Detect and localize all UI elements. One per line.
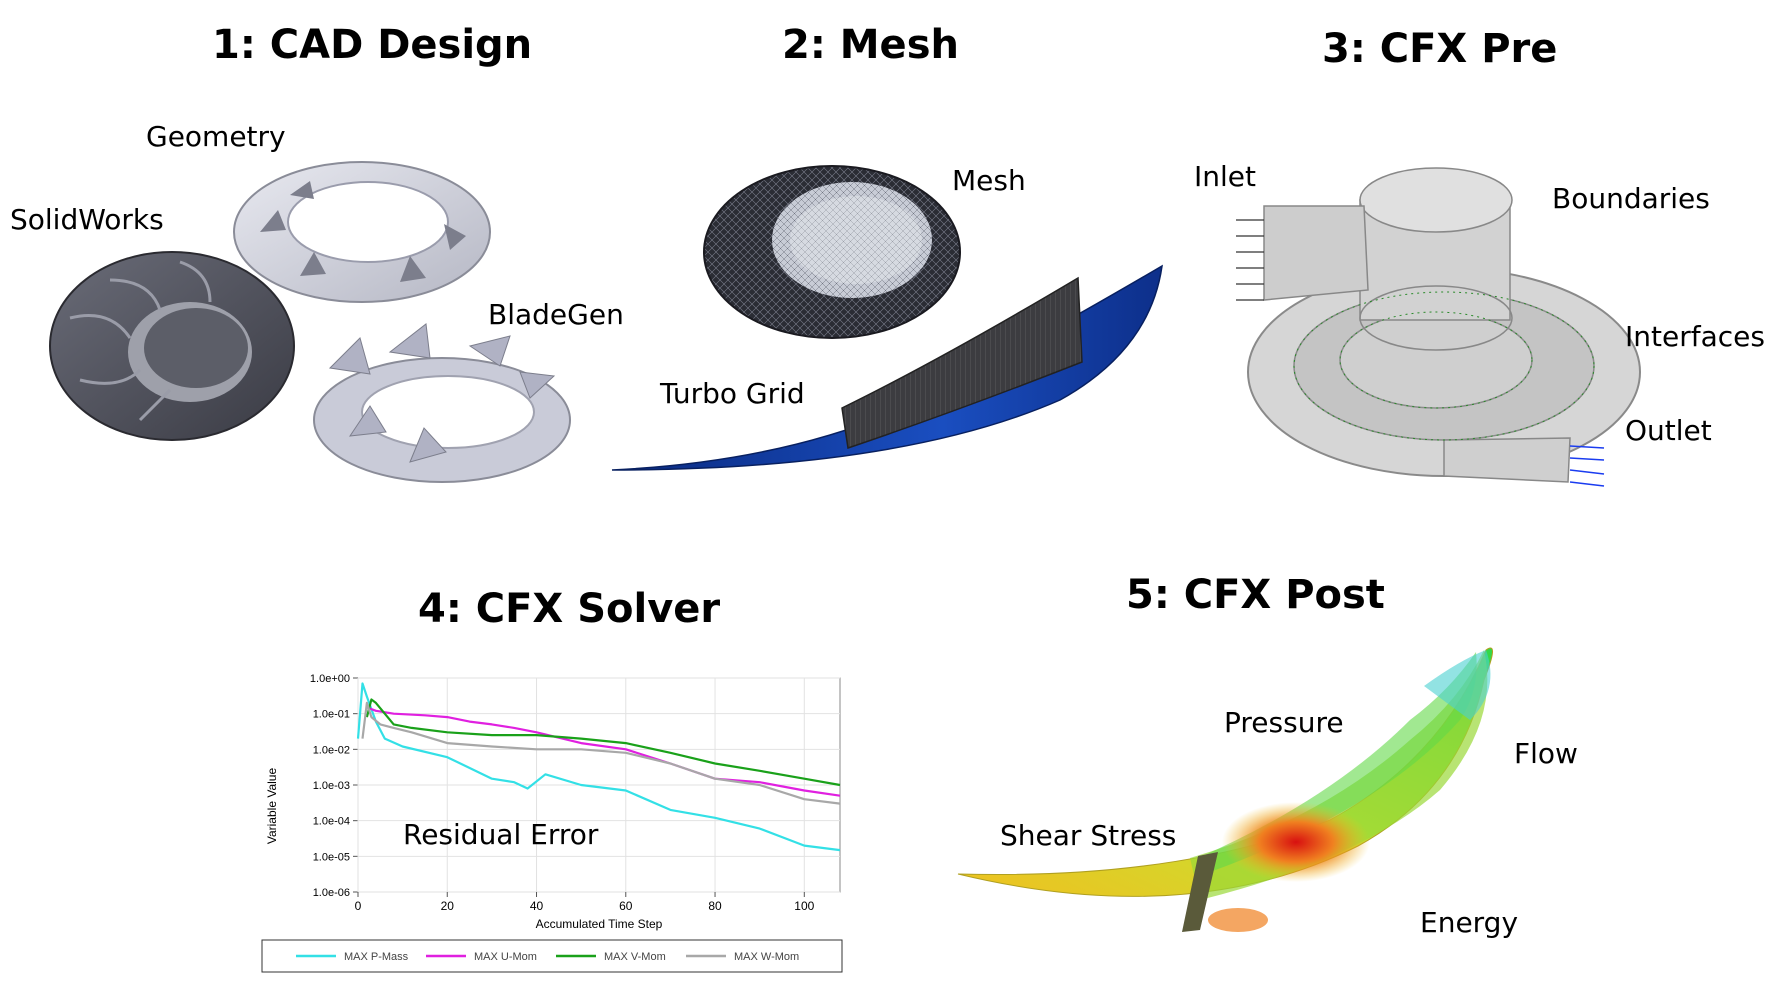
turbogrid-blade <box>611 264 1163 471</box>
label-turbogrid: Turbo Grid <box>660 377 805 410</box>
y-tick-label: 1.0e-03 <box>313 780 350 792</box>
y-tick-label: 1.0e-04 <box>313 816 350 828</box>
label-geometry: Geometry <box>146 120 286 153</box>
bladegen-ring <box>313 323 571 483</box>
series-line-max-u-mom <box>366 706 841 797</box>
legend-box <box>261 939 843 973</box>
x-axis-label: Accumulated Time Step <box>536 917 663 931</box>
label-energy: Energy <box>1420 906 1519 939</box>
label-bladegen: BladeGen <box>488 298 624 331</box>
solidworks-impeller <box>49 251 295 441</box>
x-tick-labels: 0 20 40 60 80 100 <box>355 899 815 913</box>
label-flow: Flow <box>1514 737 1578 770</box>
series-line-max-p-mass <box>356 682 841 852</box>
label-solidworks: SolidWorks <box>10 203 164 236</box>
label-interfaces: Interfaces <box>1625 320 1765 353</box>
y-tick-label: 1.0e-06 <box>313 887 350 899</box>
label-boundaries: Boundaries <box>1552 182 1710 215</box>
residual-error-annotation: Residual Error <box>403 818 599 851</box>
cad-design-title: 1: CAD Design <box>212 22 533 68</box>
x-tick-label: 20 <box>441 899 455 913</box>
label-outlet: Outlet <box>1625 414 1712 447</box>
x-tick-label: 0 <box>355 899 362 913</box>
mesh-title: 2: Mesh <box>782 22 959 68</box>
y-tick-label: 1.0e-05 <box>313 851 350 863</box>
x-tick-label: 60 <box>619 899 633 913</box>
y-axis-label: Variable Value <box>265 768 279 845</box>
label-pressure: Pressure <box>1224 706 1344 739</box>
series-line-max-w-mom <box>361 701 841 805</box>
legend-label: MAX V-Mom <box>604 951 666 963</box>
label-shear-stress: Shear Stress <box>1000 819 1177 852</box>
legend-label: MAX P-Mass <box>344 951 409 963</box>
cfx-pre-title: 3: CFX Pre <box>1322 26 1558 72</box>
cfx-post-title: 5: CFX Post <box>1126 572 1385 618</box>
geometry-ring <box>233 161 491 303</box>
y-tick-labels: 1.0e+00 1.0e-01 1.0e-02 1.0e-03 1.0e-04 1.0e-… <box>310 673 350 899</box>
x-tick-label: 40 <box>530 899 544 913</box>
label-mesh: Mesh <box>952 164 1026 197</box>
chart-legend: MAX P-Mass MAX U-Mom MAX V-Mom MAX W-Mom <box>296 951 799 963</box>
cfx-solver-title: 4: CFX Solver <box>418 586 721 632</box>
legend-label: MAX W-Mom <box>734 951 799 963</box>
y-tick-label: 1.0e-01 <box>313 709 350 721</box>
cfx-post-contours <box>957 647 1493 932</box>
y-tick-label: 1.0e+00 <box>310 673 350 685</box>
label-inlet: Inlet <box>1194 160 1256 193</box>
x-tick-label: 80 <box>708 899 722 913</box>
cfx-pre-volute <box>1236 167 1641 487</box>
chart-series <box>356 682 841 852</box>
y-tick-label: 1.0e-02 <box>313 744 350 756</box>
legend-label: MAX U-Mom <box>474 951 537 963</box>
mesh-impeller <box>703 165 961 339</box>
x-tick-label: 100 <box>794 899 814 913</box>
series-line-max-v-mom <box>365 698 841 787</box>
